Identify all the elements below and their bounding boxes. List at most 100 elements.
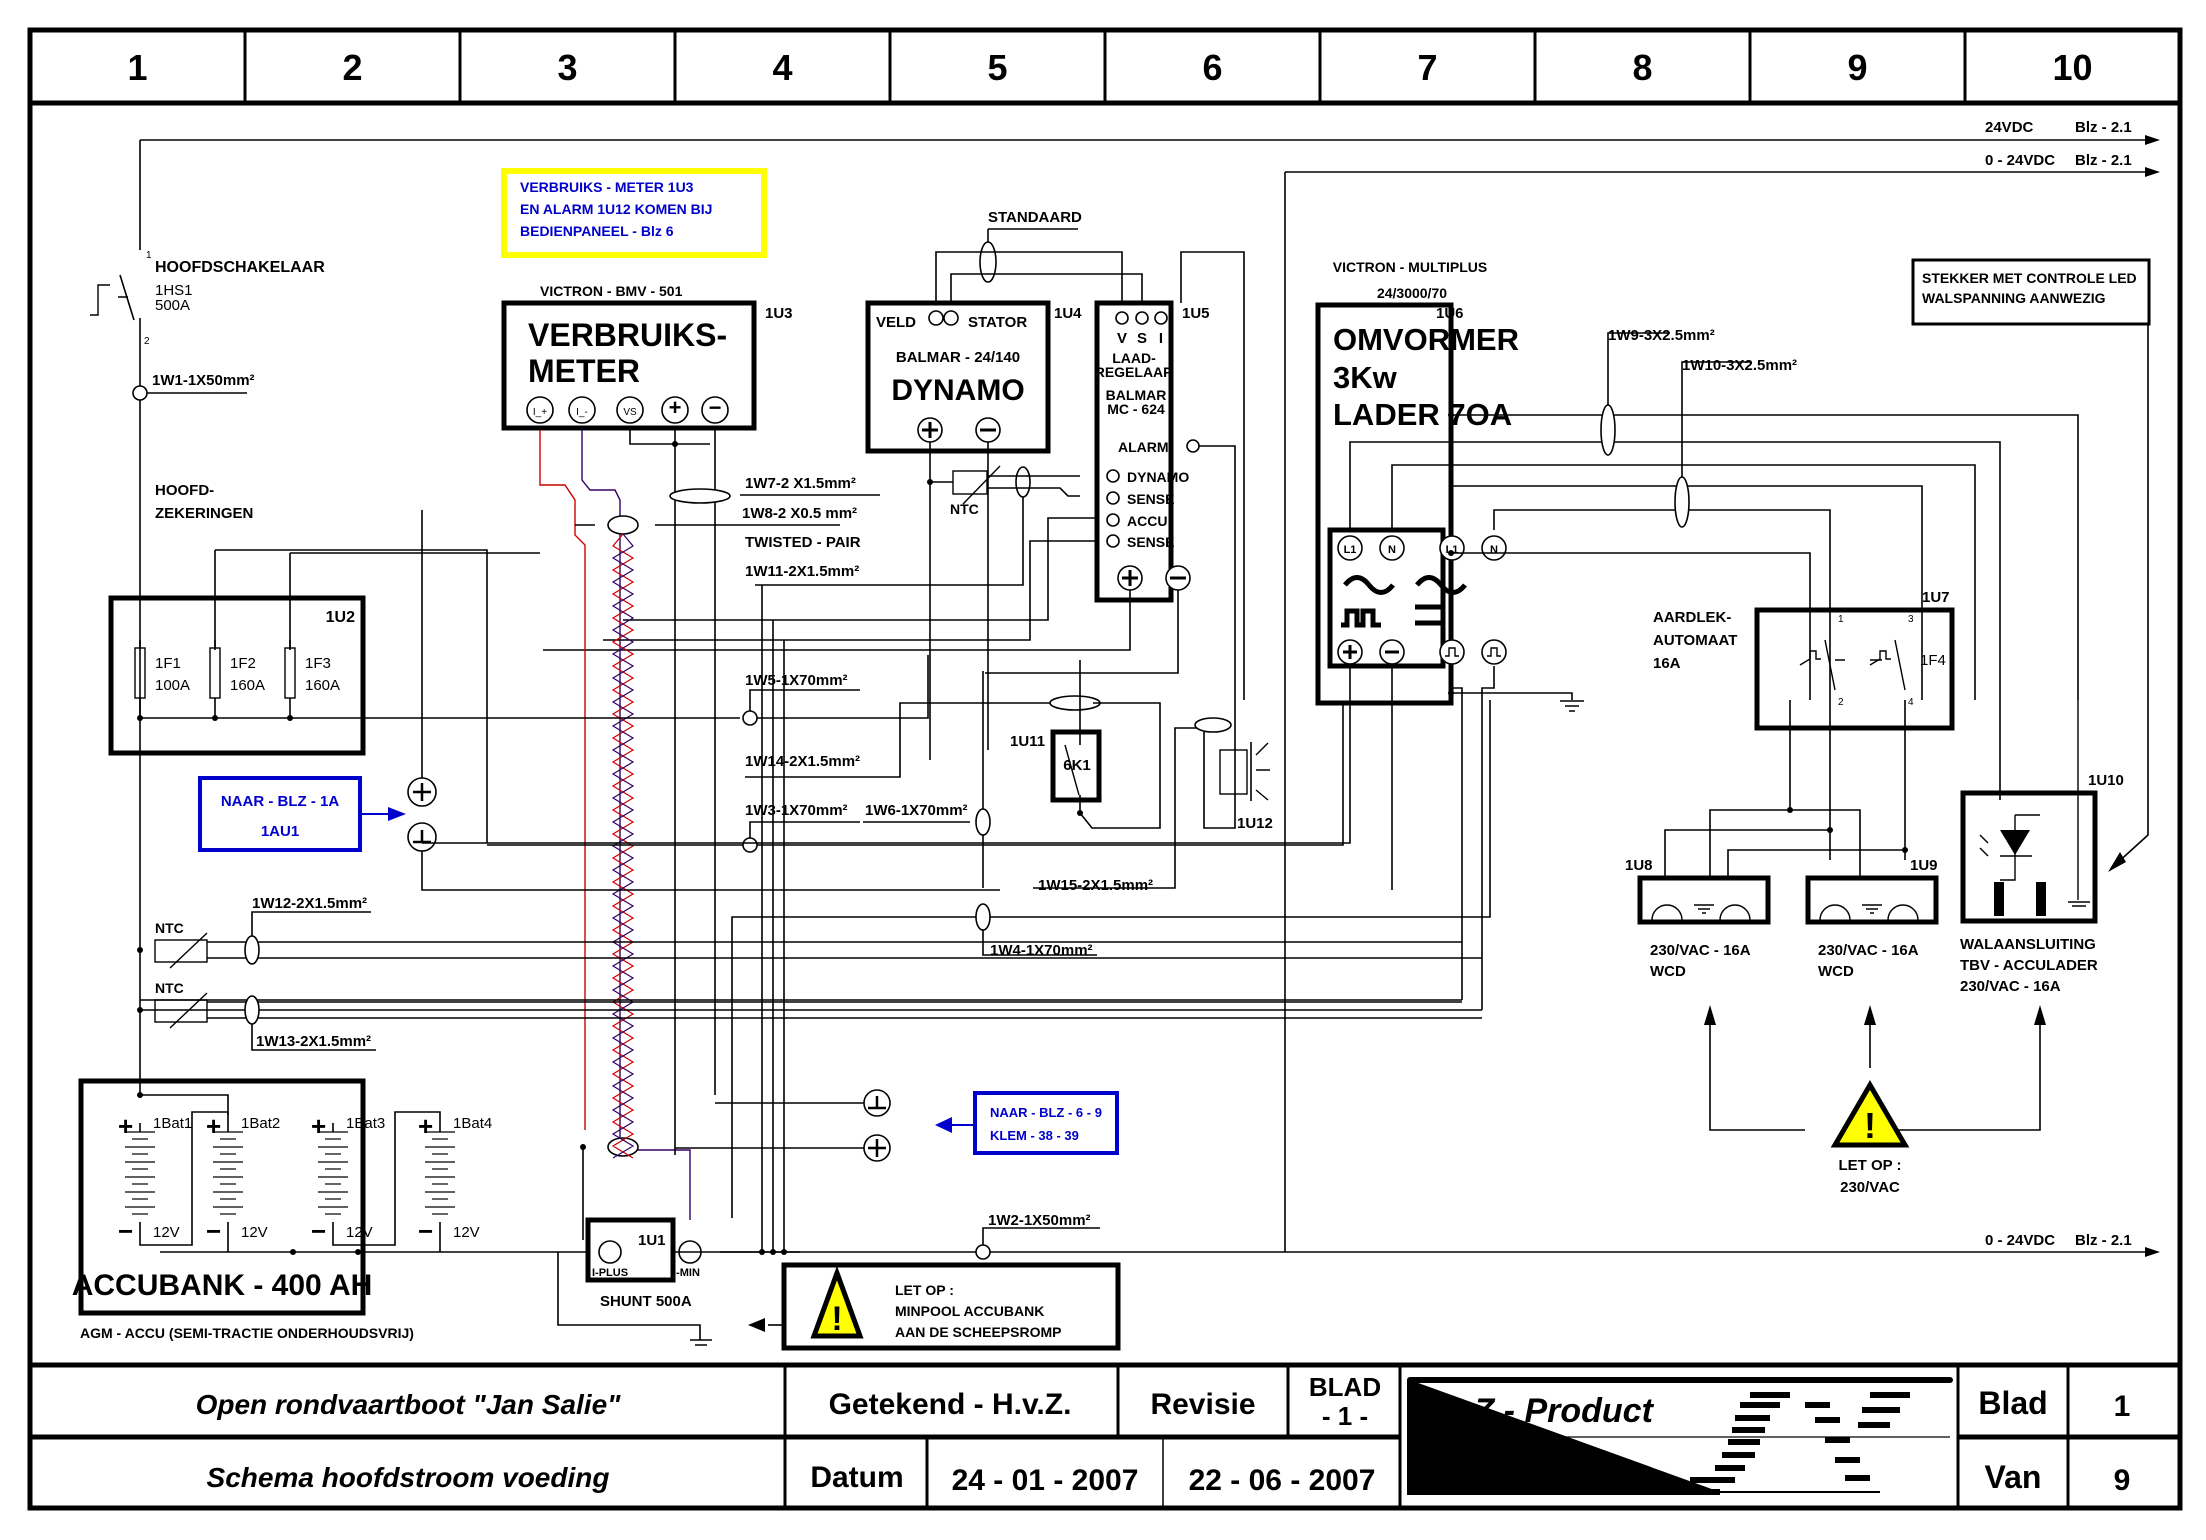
ref-69-line-2: KLEM - 38 - 39 — [990, 1128, 1079, 1143]
ntc-sensor-icon — [154, 939, 208, 963]
cable-w9-label: 1W9-3X2.5mm² — [1608, 327, 1715, 344]
cell-plus-icon: + — [311, 1111, 326, 1141]
company-name-1: HvZ - Product — [1430, 1392, 1655, 1430]
multiplus-dc-terminal — [1439, 639, 1465, 665]
rail-0-24vdc-ref: Blz - 2.1 — [2075, 152, 2132, 169]
cable-w3-label: 1W3-1X70mm² — [745, 802, 848, 819]
hull-warning-line-1: LET OP : — [895, 1282, 954, 1298]
socket-id: 1U9 — [1910, 857, 1938, 874]
cell-voltage: 12V — [346, 1224, 373, 1241]
column-number: 10 — [2052, 47, 2092, 88]
company-logo-icon — [1690, 1392, 1910, 1483]
column-number: 8 — [1632, 47, 1652, 88]
regulator-input-label: ACCU — [1127, 513, 1167, 529]
warning-hull: ! LET OP : MINPOOL ACCUBANK AAN DE SCHEE… — [748, 1262, 1121, 1351]
regulator-input-label: SENSE — [1127, 491, 1174, 507]
cable-gland — [244, 935, 260, 965]
dynamo-veld: VELD — [876, 314, 916, 331]
cell-voltage: 12V — [153, 1224, 180, 1241]
total-sheets: 9 — [2114, 1464, 2131, 1497]
bus-terminals-1a: NAAR - BLZ - 1A 1AU1 — [198, 510, 1000, 891]
cell-plus-icon: + — [206, 1111, 221, 1141]
column-number: 7 — [1417, 47, 1437, 88]
reg-model-2: MC - 624 — [1107, 401, 1165, 417]
cell-minus-icon: − — [118, 1216, 133, 1246]
multiplus-terminal-label: N — [1490, 544, 1498, 556]
cable-w13-label: 1W13-2X1.5mm² — [256, 1033, 371, 1050]
rail-24vdc: 24VDC Blz - 2.1 — [140, 119, 2160, 145]
ref-1a-line-2: 1AU1 — [261, 823, 299, 840]
cable-w11-label: 1W11-2X1.5mm² — [745, 563, 859, 580]
fuse-icon — [284, 647, 296, 699]
reg-s: S — [1137, 330, 1147, 347]
fuse-rating: 160A — [230, 677, 265, 694]
shore-label-3: 230/VAC - 16A — [1960, 978, 2061, 995]
regulator-input-terminal — [1106, 534, 1120, 548]
cable-w6-label: 1W6-1X70mm² — [865, 802, 968, 819]
cable-w1-label: 1W1-1X50mm² — [152, 372, 255, 389]
svg-text:!: ! — [1864, 1105, 1876, 1146]
column-number: 3 — [557, 47, 577, 88]
ref-1a-arrow-icon — [388, 807, 406, 821]
dc-icon — [1415, 604, 1445, 626]
cell-id: 1Bat3 — [346, 1115, 385, 1132]
bmv-title-2: METER — [528, 353, 640, 389]
drawn-by: Getekend - H.v.Z. — [829, 1388, 1072, 1421]
socket-outlet — [1637, 875, 1771, 925]
square-wave-icon — [1341, 608, 1381, 628]
fuse-id: 1F1 — [155, 655, 181, 672]
switch-actuator-icon — [90, 284, 128, 316]
switch-id: 1HS1 — [155, 282, 193, 299]
ac-wave-icon — [1343, 575, 1395, 595]
relay-1u11: 1U11 6K1 — [1010, 660, 1161, 829]
panel-note: VERBRUIKS - METER 1U3 EN ALARM 1U12 KOME… — [501, 168, 767, 258]
ntc-dynamo-icon — [952, 470, 988, 495]
regulator-input-terminal — [1106, 491, 1120, 505]
rail-24vdc-ref: Blz - 2.1 — [2075, 119, 2132, 136]
switch-pin-2: 2 — [144, 336, 150, 347]
sense-wire-plus — [539, 430, 586, 1130]
cable-w4-label: 1W4-1X70mm² — [990, 942, 1093, 959]
rcd-pin-3: 3 — [1908, 614, 1914, 625]
sheet-label: Blad — [1978, 1385, 2047, 1421]
socket-earth-icon — [1694, 904, 1714, 914]
column-number: 9 — [1847, 47, 1867, 88]
multiplus-id: 1U6 — [1436, 305, 1464, 322]
cable-w2-label: 1W2-1X50mm² — [988, 1212, 1091, 1229]
regulator-input-terminal — [1106, 513, 1120, 527]
warn-230-line-2: 230/VAC — [1840, 1179, 1900, 1196]
bmv-brand: VICTRON - BMV - 501 — [540, 283, 683, 299]
main-switch: 1 2 HOOFDSCHAKELAAR 1HS1 500A 1W1-1X50mm… — [90, 140, 325, 1095]
cable-w12-label: 1W12-2X1.5mm² — [252, 895, 367, 912]
blad-label: BLAD — [1309, 1372, 1381, 1402]
shore-led-arrow-icon — [2108, 852, 2126, 872]
battery-bank: +1Bat1−12V+1Bat2−12V+1Bat3−12V+1Bat4−12V… — [72, 1078, 590, 1341]
panel-note-line-1: VERBRUIKS - METER 1U3 — [520, 179, 694, 195]
shunt-1u1: 1U1 I-PLUS I-MIN SHUNT 500A — [557, 585, 800, 1346]
bmv-terminal — [568, 396, 596, 424]
hull-warning-line-3: AAN DE SCHEEPSROMP — [895, 1324, 1061, 1340]
socket-type: WCD — [1818, 963, 1854, 980]
twisted-pair-label: TWISTED - PAIR — [745, 534, 861, 551]
shore-note-2: WALSPANNING AANWEZIG — [1922, 290, 2106, 306]
cell-id: 1Bat1 — [153, 1115, 192, 1132]
date-label: Datum — [810, 1461, 903, 1494]
bmv-title-1: VERBRUIKS- — [528, 317, 727, 353]
cell-minus-icon: − — [418, 1216, 433, 1246]
alarm-id: 1U12 — [1237, 815, 1273, 832]
shore-id: 1U10 — [2088, 772, 2124, 789]
multiplus-ac-terminal — [1439, 535, 1465, 561]
rail-bottom-label: 0 - 24VDC — [1985, 1232, 2055, 1249]
svg-text:!: ! — [831, 1300, 842, 1338]
cell-id: 1Bat4 — [453, 1115, 492, 1132]
warn-230-line-1: LET OP : — [1838, 1157, 1901, 1174]
bmv-terminal-label: I_- — [576, 407, 588, 418]
hull-warning-triangle-icon — [810, 1265, 864, 1339]
shunt-label: SHUNT 500A — [600, 1293, 692, 1310]
bmv-terminal-label: I_+ — [533, 407, 547, 418]
charge-regulator-1u5: 1U5 V S I LAAD- REGELAAR BALMAR MC - 624… — [543, 300, 1236, 810]
dynamo-title: DYNAMO — [891, 374, 1024, 407]
rcd-1u7: AARDLEK- AUTOMAAT 16A 1U7 1 2 3 4 1F4 — [1653, 589, 1955, 860]
rcd-fuse: 1F4 — [1920, 652, 1946, 669]
fuses-title-2: ZEKERINGEN — [155, 505, 253, 522]
